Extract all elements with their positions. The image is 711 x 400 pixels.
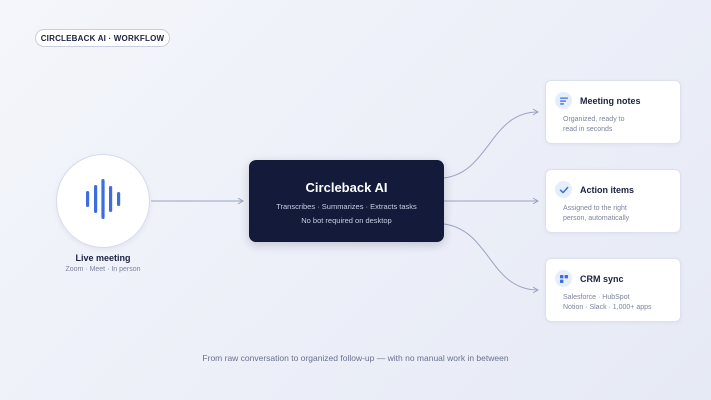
- sound-wave-icon: [83, 177, 123, 226]
- card-title: CRM sync: [580, 274, 624, 284]
- apps-grid-icon: [555, 270, 572, 287]
- hub-capabilities: Transcribes · Summarizes · Extracts task…: [276, 202, 417, 211]
- notes-list-icon: [555, 92, 572, 109]
- card-description-line: Organized, ready to: [563, 116, 625, 123]
- connector-hub-to-crm: [443, 223, 539, 294]
- source-subtitle: Zoom · Meet · In person: [65, 266, 141, 273]
- live-meeting-node: [56, 154, 150, 248]
- source-title: Live meeting: [75, 253, 131, 263]
- card-title: Action items: [580, 185, 635, 195]
- card-title: Meeting notes: [580, 96, 641, 106]
- output-card-meeting-notes: Meeting notes Organized, ready to read i…: [545, 80, 681, 144]
- card-description-line: Notion · Slack · 1,000+ apps: [563, 304, 652, 311]
- card-description: Assigned to the right person, automatica…: [563, 204, 675, 224]
- output-card-action-items: Action items Assigned to the right perso…: [545, 169, 681, 233]
- checkmark-icon: [555, 181, 572, 198]
- output-card-crm-sync: CRM sync Salesforce · HubSpot Notion · S…: [545, 258, 681, 322]
- connector-hub-to-notes: [443, 108, 539, 179]
- card-description-line: read in seconds: [563, 126, 613, 133]
- card-description: Organized, ready to read in seconds: [563, 115, 675, 135]
- card-description-line: person, automatically: [563, 215, 630, 222]
- hub-note: No bot required on desktop: [301, 216, 392, 225]
- hub-title: Circleback AI: [305, 180, 388, 195]
- card-description-line: Salesforce · HubSpot: [563, 294, 630, 301]
- card-description-line: Assigned to the right: [563, 205, 627, 212]
- card-description: Salesforce · HubSpot Notion · Slack · 1,…: [563, 293, 675, 313]
- circleback-hub-node: Circleback AI Transcribes · Summarizes ·…: [249, 160, 444, 242]
- workflow-badge: CIRCLEBACK AI · WORKFLOW: [35, 29, 170, 47]
- workflow-caption: From raw conversation to organized follo…: [202, 353, 509, 363]
